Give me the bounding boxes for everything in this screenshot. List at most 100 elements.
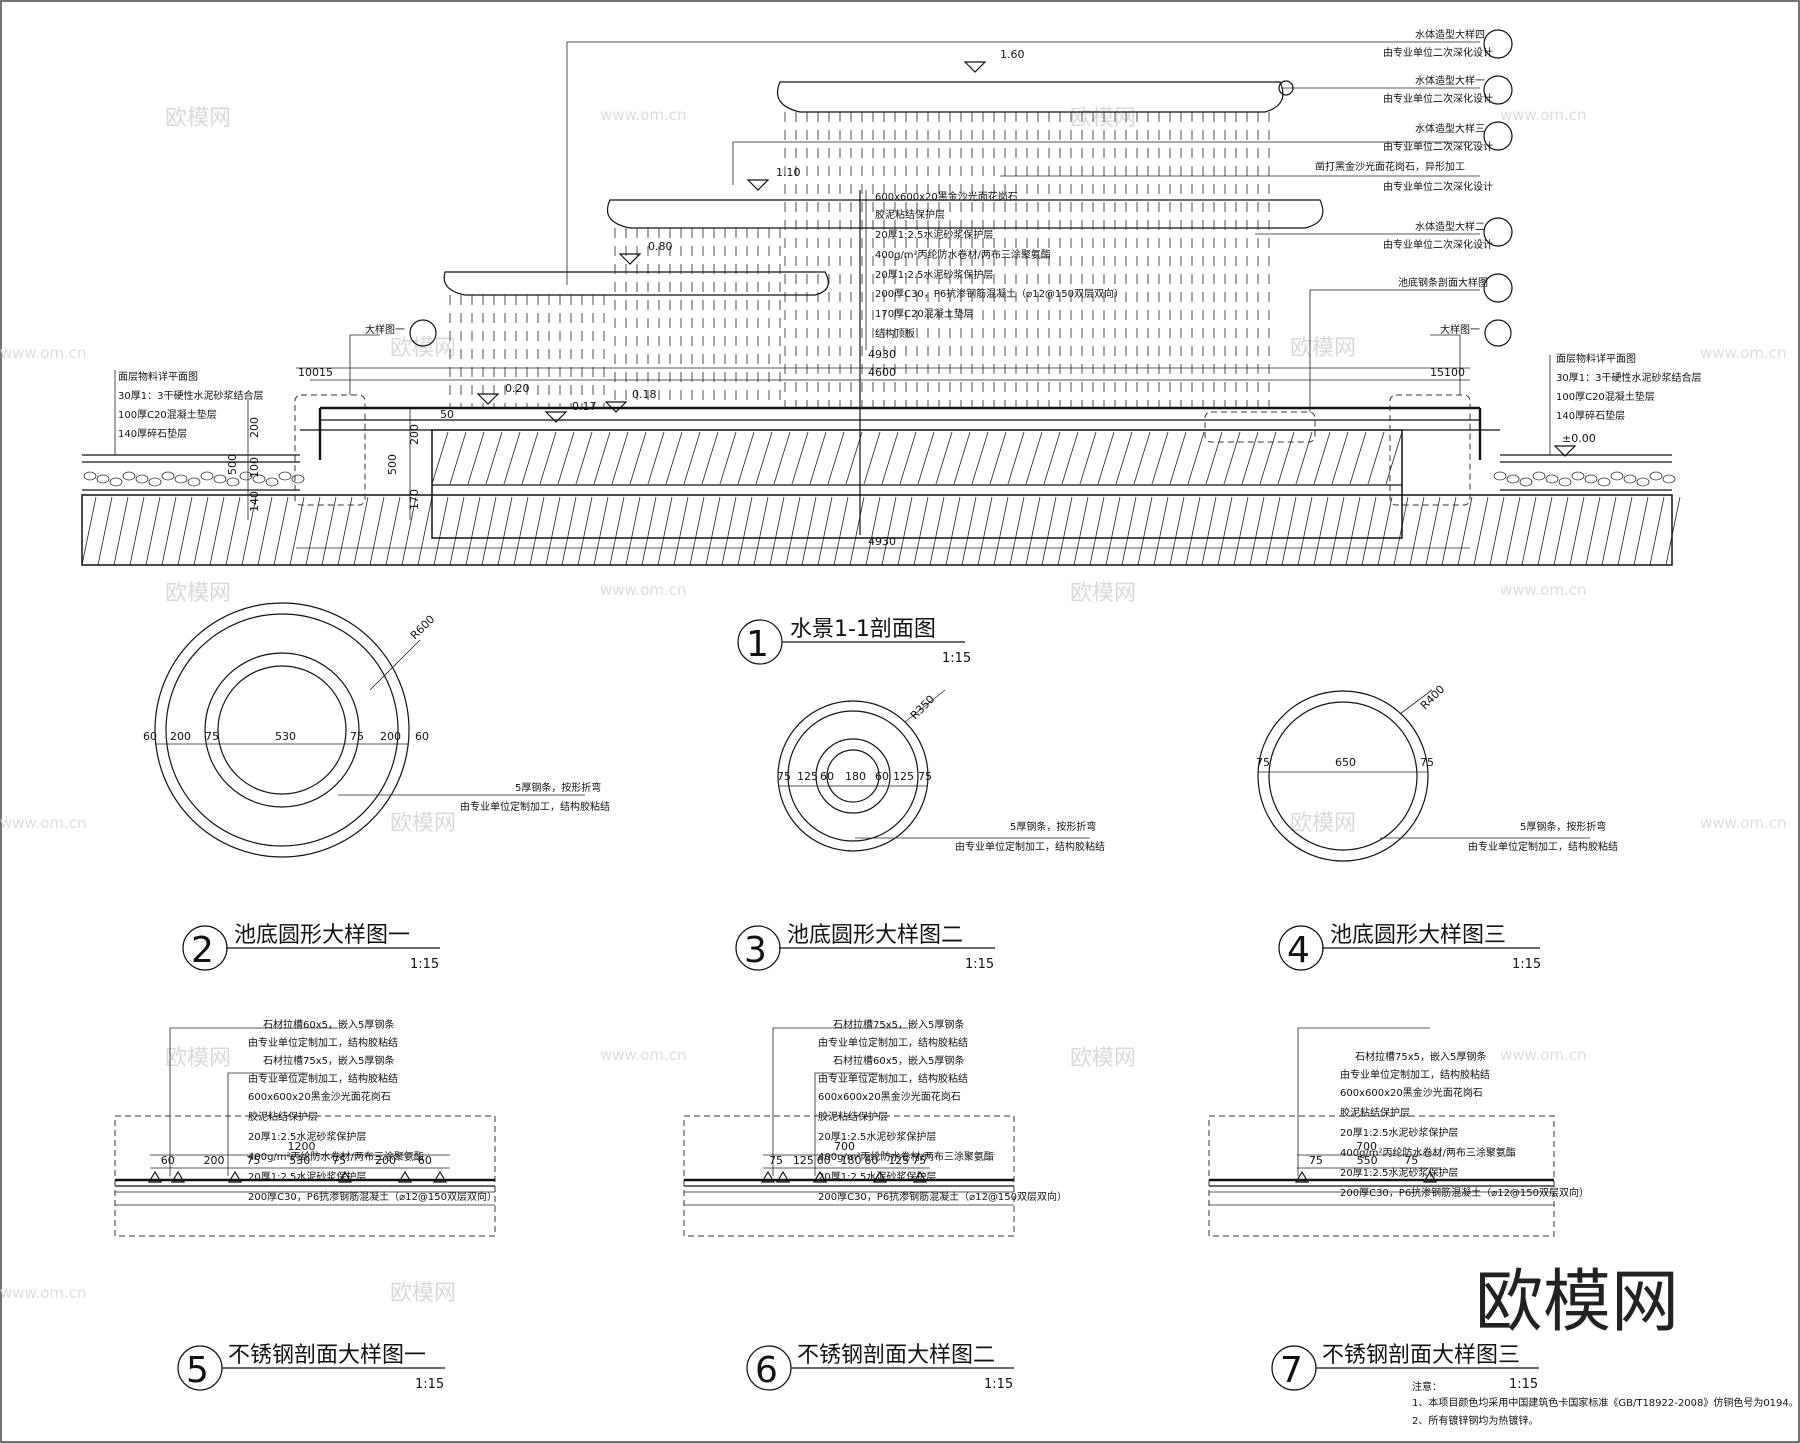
hatch-line bbox=[701, 431, 719, 485]
notes-line-2: 2、所有镀锌钢均为热镀锌。 bbox=[1412, 1414, 1538, 1427]
title-number: 3 bbox=[744, 930, 767, 971]
hatch-line bbox=[863, 431, 881, 485]
callout-circle bbox=[1483, 75, 1513, 105]
dim: 75 bbox=[912, 1154, 926, 1167]
dim: 60 bbox=[143, 730, 157, 743]
hatch-line bbox=[1313, 496, 1329, 566]
hatch-line bbox=[225, 496, 241, 566]
level-symbol bbox=[476, 393, 500, 405]
top-dim: 1200 bbox=[288, 1140, 316, 1153]
note-line-2: 由专业单位定制加工，结构胶粘结 bbox=[460, 800, 610, 813]
hatch-line bbox=[161, 496, 177, 566]
title-number: 6 bbox=[755, 1350, 778, 1391]
layer-label: 20厚1:2.5水泥砂浆保护层 bbox=[1340, 1166, 1458, 1179]
dim: 180 bbox=[841, 1154, 862, 1167]
watermark-url: www.om.cn bbox=[1500, 581, 1587, 599]
hatch-line bbox=[1329, 496, 1345, 566]
gravel-stone bbox=[278, 471, 292, 481]
callout-leader bbox=[566, 41, 1480, 285]
dim-left-500: 500 bbox=[226, 454, 239, 475]
hatch-line bbox=[1073, 496, 1089, 566]
callout-circle bbox=[1483, 217, 1513, 247]
hatch-line bbox=[953, 431, 971, 485]
hatch-line bbox=[1569, 496, 1585, 566]
hatch-line bbox=[647, 431, 665, 485]
circle-detail-3: R400 75 650 75 5厚钢条，按形折弯 由专业单位定制加工，结构胶粘结… bbox=[1256, 683, 1618, 972]
hatch-line bbox=[845, 431, 863, 485]
layer-label: 胶泥粘结保护层 bbox=[248, 1110, 318, 1123]
dim-left-140: 140 bbox=[248, 491, 261, 512]
dim: 75 bbox=[1420, 756, 1434, 769]
hatch-line bbox=[193, 496, 209, 566]
hatch-line bbox=[1057, 496, 1073, 566]
hatch-line bbox=[113, 496, 129, 566]
right-layer-label: 面层物料详平面图 bbox=[1556, 352, 1636, 365]
soil-hatch bbox=[81, 496, 1681, 566]
hatch-line bbox=[305, 496, 321, 566]
right-layer-labels: 面层物料详平面图 30厚1：3干硬性水泥砂浆结合层 100厚C20混凝土垫层 1… bbox=[1549, 352, 1701, 455]
detail-scale: 1:15 bbox=[965, 957, 994, 972]
circle-detail-2: R350 75 125 60 180 60 125 75 5厚钢条，按形折弯 由… bbox=[735, 689, 1105, 972]
watermark-url: www.om.cn bbox=[1500, 1046, 1587, 1064]
hatch-line bbox=[431, 431, 449, 485]
steel-strip bbox=[432, 1170, 448, 1183]
hatch-line bbox=[1385, 431, 1403, 485]
hatch-line bbox=[977, 496, 993, 566]
detail-scale: 1:15 bbox=[415, 1377, 444, 1392]
radius-leader bbox=[369, 639, 421, 691]
gravel-stone bbox=[213, 474, 227, 484]
hatch-line bbox=[593, 431, 611, 485]
brand-logo-text: 欧模网 bbox=[1475, 1263, 1679, 1342]
hatch-line bbox=[177, 496, 193, 566]
dim: 75 bbox=[1309, 1154, 1323, 1167]
hatch-line bbox=[1105, 496, 1121, 566]
gravel-stone bbox=[83, 471, 97, 481]
dim-50: 50 bbox=[440, 408, 454, 421]
hatch-line bbox=[1505, 496, 1521, 566]
layer-label: 600x600x20黑金沙光面花岗石 bbox=[248, 1090, 391, 1103]
hatch-line bbox=[705, 496, 721, 566]
detail-box-right bbox=[1389, 394, 1471, 506]
dim: 530 bbox=[289, 1154, 310, 1167]
hatch-line bbox=[989, 431, 1007, 485]
hatch-line bbox=[1377, 496, 1393, 566]
hatch-line bbox=[755, 431, 773, 485]
left-layer-label: 面层物料详平面图 bbox=[118, 370, 198, 383]
callout-sub: 由专业单位二次深化设计 bbox=[1383, 238, 1493, 251]
dim: 75 bbox=[1256, 756, 1270, 769]
hatch-line bbox=[809, 431, 827, 485]
dim: 180 bbox=[845, 770, 866, 783]
dim: 60 bbox=[415, 730, 429, 743]
gravel-stone bbox=[109, 477, 123, 487]
layer-label: 由专业单位定制加工，结构胶粘结 bbox=[248, 1036, 398, 1049]
level-symbol bbox=[604, 401, 628, 413]
level-symbol bbox=[618, 253, 642, 265]
hatch-line bbox=[833, 496, 849, 566]
detail-frame bbox=[683, 1115, 1015, 1237]
callout-leader bbox=[732, 141, 1480, 185]
hatch-line bbox=[1345, 496, 1361, 566]
gravel-stone bbox=[1636, 477, 1650, 487]
gravel-stone bbox=[96, 474, 110, 484]
layer-label: 由专业单位定制加工，结构胶粘结 bbox=[1340, 1068, 1490, 1081]
hatch-line bbox=[1025, 431, 1043, 485]
watermark-url: www.om.cn bbox=[600, 581, 687, 599]
layer-label: 200厚C30，P6抗渗钢筋混凝土（⌀12@150双层双向） bbox=[248, 1190, 497, 1203]
notes-line-1: 1、本项目颜色均采用中国建筑色卡国家标准《GB/T18922-2008》仿铜色号… bbox=[1412, 1396, 1799, 1409]
hatch-line bbox=[97, 496, 113, 566]
dim: 75 bbox=[1404, 1154, 1418, 1167]
label-leader bbox=[772, 1027, 908, 1176]
detail-left-label: 大样图一 bbox=[365, 323, 405, 336]
detail-scale: 1:15 bbox=[1509, 1377, 1538, 1392]
dim: 550 bbox=[1357, 1154, 1378, 1167]
label-leader bbox=[227, 1072, 308, 1176]
hatch-line bbox=[721, 496, 737, 566]
level-0-20: 0.20 bbox=[505, 382, 530, 395]
detail-frame bbox=[114, 1115, 496, 1237]
hatch-line bbox=[1241, 431, 1259, 485]
section-scale: 1:15 bbox=[942, 651, 971, 666]
callout-sub: 由专业单位二次深化设计 bbox=[1383, 92, 1493, 105]
dim-500: 500 bbox=[386, 454, 399, 475]
gravel-stone bbox=[161, 471, 175, 481]
